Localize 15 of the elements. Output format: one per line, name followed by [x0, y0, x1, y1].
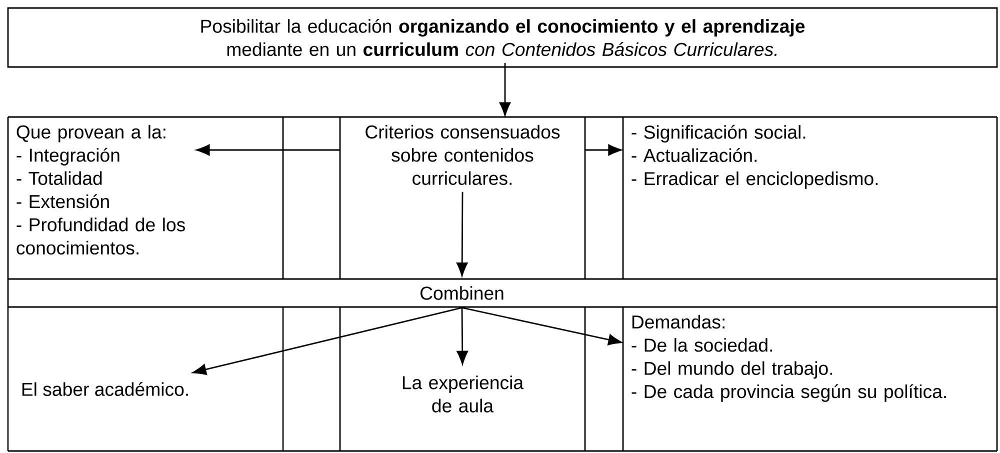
cell-text: - Significación social. - Actualización. - Erradicar el enciclopedismo.	[632, 124, 878, 189]
arrow	[499, 62, 511, 116]
arrow	[462, 307, 622, 346]
arrow	[192, 307, 462, 376]
cell-text: Demandas: - De la sociedad. - Del mundo del trabajo. - De cada provincia según su política.	[632, 314, 946, 402]
cell-text: Criterios consensuados sobre contenidos curriculares.	[366, 124, 560, 185]
cell-text: La experiencia de aula	[402, 376, 524, 412]
cell-text: Combinen	[420, 286, 504, 300]
cell-text: El saber académico.	[22, 382, 188, 396]
cell-text: Que provean a la: - Integración - Totalidad - Extensión - Profundidad de los conocimientos.	[16, 124, 185, 255]
arrow	[196, 144, 341, 156]
arrow	[584, 144, 622, 156]
heading-box: Posibilitar la educación organizando el conocimiento y el aprendizaje mediante en un curriculum con Contenidos Básicos Curriculares.	[7, 7, 998, 68]
arrow	[456, 308, 468, 365]
arrow	[456, 192, 468, 276]
